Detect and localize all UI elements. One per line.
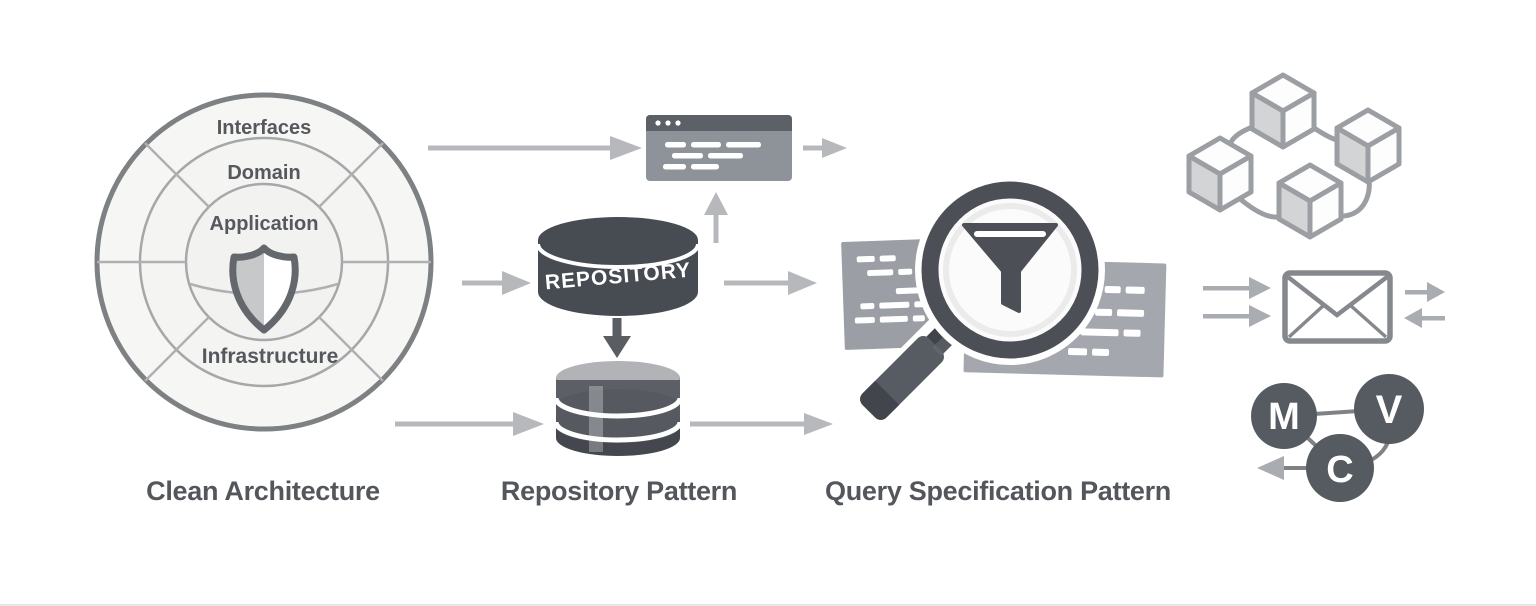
browser-code-lines — [663, 142, 761, 170]
layer-label-infrastructure: Infrastructure — [202, 345, 339, 368]
ring-dividers — [97, 142, 431, 382]
envelope-icon — [1282, 270, 1393, 344]
envelope-in-arrows — [1203, 277, 1271, 327]
filter-funnel-icon — [962, 223, 1058, 313]
browser-window-icon — [646, 115, 792, 181]
query-specification-icon — [841, 175, 1167, 427]
database-highlight — [589, 386, 603, 452]
caption-query-specification-pattern: Query Specification Pattern — [825, 476, 1171, 506]
envelope-messaging-icon — [1203, 270, 1445, 344]
arrow-repository-to-query — [724, 271, 817, 295]
browser-title-bar — [646, 115, 792, 131]
arrow-circle-to-repository — [462, 271, 531, 295]
database-icon — [556, 361, 680, 456]
mvc-view-label: V — [1376, 388, 1403, 432]
browser-window-dots — [655, 120, 681, 126]
caption-repository-pattern: Repository Pattern — [500, 476, 738, 506]
mvc-controller-label: C — [1326, 449, 1353, 491]
arrow-circle-to-database — [395, 412, 544, 436]
mvc-model-label: M — [1268, 396, 1300, 438]
shield-icon — [229, 244, 299, 334]
magnifier-glass — [915, 175, 1105, 365]
mvc-circles: M V C — [1251, 374, 1424, 502]
arrow-circle-to-browser — [428, 136, 642, 160]
arrow-browser-out-right — [803, 138, 847, 158]
cubes-network-icon — [1186, 72, 1402, 240]
cubes — [1186, 72, 1402, 240]
layer-label-interfaces: Interfaces — [217, 117, 312, 139]
cylinder-highlight-stripe — [536, 243, 700, 269]
database-separators — [556, 397, 680, 443]
layer-label-domain: Domain — [227, 162, 300, 184]
mvc-arrow-head — [1257, 456, 1284, 480]
arrow-database-to-query — [690, 413, 833, 435]
envelope-out-arrows — [1404, 282, 1445, 328]
clean-architecture-diagram: Interfaces Domain Application Infrastruc… — [94, 92, 434, 432]
repository-cylinder-icon: REPOSITORY — [536, 217, 700, 316]
arrow-repository-to-browser — [704, 192, 728, 243]
caption-clean-architecture: Clean Architecture — [146, 476, 380, 506]
mvc-diagram-icon: M V C — [1251, 374, 1424, 502]
layer-label-application: Application — [210, 213, 319, 235]
arrow-repository-to-database — [603, 318, 631, 358]
bottom-divider — [0, 604, 1536, 606]
